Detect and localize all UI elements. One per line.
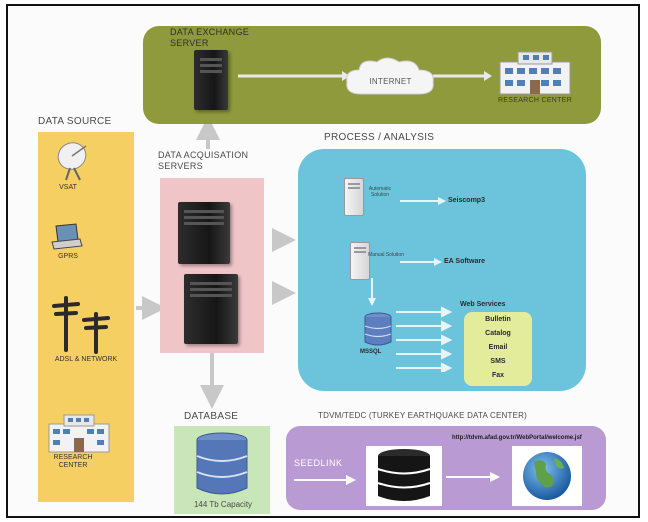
data-source-label: DATA SOURCE bbox=[38, 116, 112, 127]
gprs-label: GPRS bbox=[58, 253, 78, 260]
vsat-label: VSAT bbox=[59, 184, 77, 191]
gprs-laptop-icon bbox=[51, 223, 83, 250]
tdvm-db-box bbox=[366, 446, 442, 506]
mssql-to-web-services-arrows bbox=[396, 306, 453, 372]
web-service-item: Fax bbox=[491, 372, 505, 379]
web-service-item: SMS bbox=[490, 358, 506, 365]
manual-solution-server-icon bbox=[350, 242, 370, 280]
database-label: DATABASE bbox=[184, 411, 239, 422]
adsl-network-pole-icon bbox=[52, 296, 110, 354]
globe-icon bbox=[523, 452, 571, 500]
vsat-satellite-dish-icon bbox=[57, 142, 87, 181]
data-exchange-server-label: DATA EXCHANGE SERVER bbox=[170, 27, 250, 48]
mssql-label: MSSQL bbox=[360, 349, 382, 355]
research-center-top-label: RESEARCH CENTER bbox=[497, 97, 573, 104]
acquisition-server-1-icon bbox=[178, 202, 230, 264]
database-cylinder-icon bbox=[196, 432, 248, 495]
automatic-solution-server-icon bbox=[344, 178, 364, 216]
tdvm-url[interactable]: http://tdvm.afad.gov.tr/WebPortal/welcom… bbox=[452, 435, 582, 441]
db-capacity-label: 144 Tb Capacity bbox=[193, 500, 253, 509]
seedlink-label: SEEDLINK bbox=[294, 458, 343, 468]
manual-to-mssql-arrow bbox=[368, 278, 376, 306]
automatic-solution-label: Automatic Solution bbox=[368, 186, 392, 198]
internet-cloud-icon bbox=[346, 57, 434, 95]
web-service-item: Catalog bbox=[485, 330, 511, 337]
process-arrows bbox=[400, 197, 446, 266]
adsl-network-label: ADSL & NETWORK bbox=[54, 356, 118, 363]
globe-box bbox=[512, 446, 582, 506]
process-analysis-label: PROCESS / ANALYSIS bbox=[324, 132, 435, 143]
mssql-database-icon bbox=[364, 312, 392, 346]
seedlink-arrow bbox=[294, 475, 356, 485]
manual-solution-label: Manual Solution bbox=[368, 252, 404, 258]
seiscomp3-label: Seiscomp3 bbox=[448, 197, 485, 204]
db-to-globe-arrow bbox=[446, 472, 500, 482]
ea-software-label: EA Software bbox=[444, 258, 485, 265]
tdvm-database-icon bbox=[377, 449, 431, 501]
web-service-item: Bulletin bbox=[485, 316, 511, 323]
diagram-frame: DATA EXCHANGE SERVER INTERNET RESEARCH C… bbox=[6, 4, 640, 518]
acquisition-server-2-icon bbox=[184, 274, 238, 344]
research-center-top-icon bbox=[499, 51, 571, 95]
tdvm-title: TDVM/TEDC (TURKEY EARTHQUAKE DATA CENTER… bbox=[318, 411, 527, 420]
exchange-arrows bbox=[238, 71, 492, 81]
exchange-server-icon bbox=[194, 50, 228, 110]
web-services-label: Web Services bbox=[460, 301, 506, 308]
web-services-panel: Bulletin Catalog Email SMS Fax bbox=[464, 312, 532, 386]
research-center-left-label: RESEARCH CENTER bbox=[53, 454, 93, 469]
connector-arrows bbox=[136, 116, 296, 409]
research-center-left-icon bbox=[48, 414, 110, 453]
data-acquisition-servers-label: DATA ACQUISATION SERVERS bbox=[158, 150, 249, 171]
web-service-item: Email bbox=[488, 344, 508, 351]
internet-label: INTERNET bbox=[369, 77, 412, 86]
